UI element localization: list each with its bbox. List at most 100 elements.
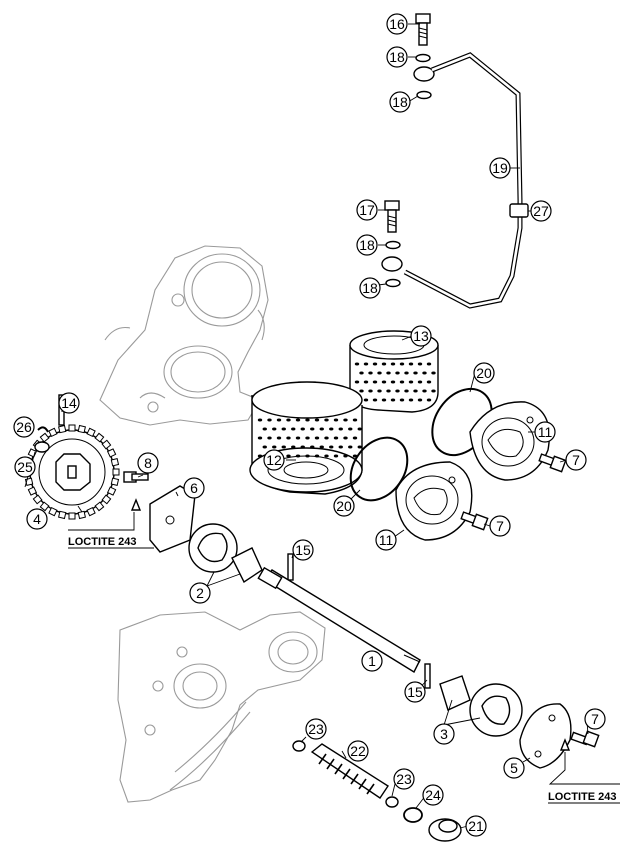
- loctite-note-left: LOCTITE 243: [68, 536, 136, 548]
- callout-circle: [389, 91, 411, 113]
- callout-circle: [386, 13, 408, 35]
- callout-circle: [489, 515, 511, 537]
- callout-circle: [26, 508, 48, 530]
- cover-screw-bottom: [570, 730, 600, 748]
- callout-number: 7: [572, 452, 580, 468]
- callout-circle: [333, 495, 355, 517]
- callout-circle: [356, 234, 378, 256]
- callout-circle: [137, 452, 159, 474]
- callout-number: 4: [33, 511, 41, 527]
- pump-gear: [24, 424, 120, 520]
- pump-shaft: [257, 566, 421, 673]
- banjo-fitting-lower: [381, 256, 403, 272]
- pin: [287, 553, 294, 581]
- callout-circle: [361, 650, 383, 672]
- callout-circle: [375, 529, 397, 551]
- sealing-washer: [415, 53, 431, 63]
- sealing-washer: [385, 240, 401, 250]
- callout-circle: [14, 456, 36, 478]
- engine-case-upper-outline: [99, 245, 269, 426]
- callout-number: 7: [591, 711, 599, 727]
- callout-circle: [565, 449, 587, 471]
- o-ring-small: [385, 796, 399, 808]
- callout-number: 2: [196, 585, 204, 601]
- callout-number: 18: [389, 49, 405, 65]
- callout-circle: [189, 582, 211, 604]
- pump-rotor-left: [188, 523, 263, 584]
- callout-number: 11: [379, 532, 394, 548]
- callout-circle: [13, 416, 35, 438]
- callout-circle: [489, 157, 511, 179]
- callout-circle: [263, 449, 285, 471]
- loctite-drop: [559, 738, 571, 751]
- callout-number: 18: [359, 237, 375, 253]
- callout-number: 25: [17, 459, 33, 475]
- oil-filter-large: [249, 381, 363, 495]
- callout-number: 13: [413, 328, 429, 344]
- callout-number: 3: [440, 726, 448, 742]
- callout-number: 26: [16, 419, 32, 435]
- callout-number: 18: [362, 280, 378, 296]
- callout-number: 22: [350, 743, 366, 759]
- callout-circle: [359, 277, 381, 299]
- callout-number: 21: [468, 818, 484, 834]
- pipe-clamp: [509, 203, 529, 218]
- callout-circle: [292, 539, 314, 561]
- callout-number: 27: [533, 203, 549, 219]
- callout-number: 18: [392, 94, 408, 110]
- callout-circle: [356, 199, 378, 221]
- o-ring-small: [292, 740, 306, 752]
- callout-circle: [393, 768, 415, 790]
- filter-cover-lower: [395, 461, 473, 541]
- callout-number: 15: [407, 684, 423, 700]
- callout-number: 11: [538, 424, 553, 440]
- callout-circle: [530, 200, 552, 222]
- cover-screw-upper: [538, 453, 567, 473]
- callout-circle: [305, 718, 327, 740]
- callout-circle: [404, 681, 426, 703]
- callout-circle: [58, 392, 80, 414]
- engine-case-lower-outline: [117, 611, 326, 803]
- callout-circle: [386, 46, 408, 68]
- callout-circle: [465, 815, 487, 837]
- callout-number: 1: [368, 653, 376, 669]
- callout-group: 1618181927171818132011712201171426254862…: [13, 13, 606, 837]
- seal-ring: [403, 807, 423, 823]
- drive-shaft: [310, 743, 389, 799]
- cover-screw-lower: [460, 511, 489, 531]
- loctite-note-right: LOCTITE 243: [548, 791, 616, 803]
- callout-number: 8: [144, 455, 152, 471]
- callout-number: 12: [266, 452, 282, 468]
- callout-number: 6: [190, 480, 198, 496]
- callout-circle: [534, 421, 556, 443]
- callout-circle: [584, 708, 606, 730]
- callout-circle: [473, 362, 495, 384]
- pin: [424, 663, 431, 689]
- sealing-washer: [416, 90, 432, 100]
- banjo-bolt-top: [415, 13, 431, 46]
- callout-number: 5: [510, 760, 518, 776]
- callout-circle: [183, 477, 205, 499]
- callout-number: 20: [336, 498, 352, 514]
- washer: [34, 441, 50, 453]
- filter-cover-upper: [469, 401, 550, 481]
- callout-number: 14: [61, 395, 77, 411]
- callout-circle: [347, 740, 369, 762]
- callout-number: 7: [496, 518, 504, 534]
- circlip: [37, 426, 49, 433]
- loctite-drop: [130, 498, 142, 511]
- banjo-fitting-top: [413, 66, 435, 82]
- callout-number: 16: [389, 16, 405, 32]
- sealing-washer: [385, 278, 401, 288]
- callout-number: 15: [295, 542, 311, 558]
- pump-cover-plate: [519, 703, 572, 769]
- screw-plug: [428, 818, 462, 842]
- callout-circle: [433, 723, 455, 745]
- callout-number: 20: [476, 365, 492, 381]
- screw-8: [123, 471, 149, 483]
- callout-number: 19: [492, 160, 508, 176]
- callout-circle: [503, 757, 525, 779]
- banjo-bolt-lower: [384, 200, 400, 233]
